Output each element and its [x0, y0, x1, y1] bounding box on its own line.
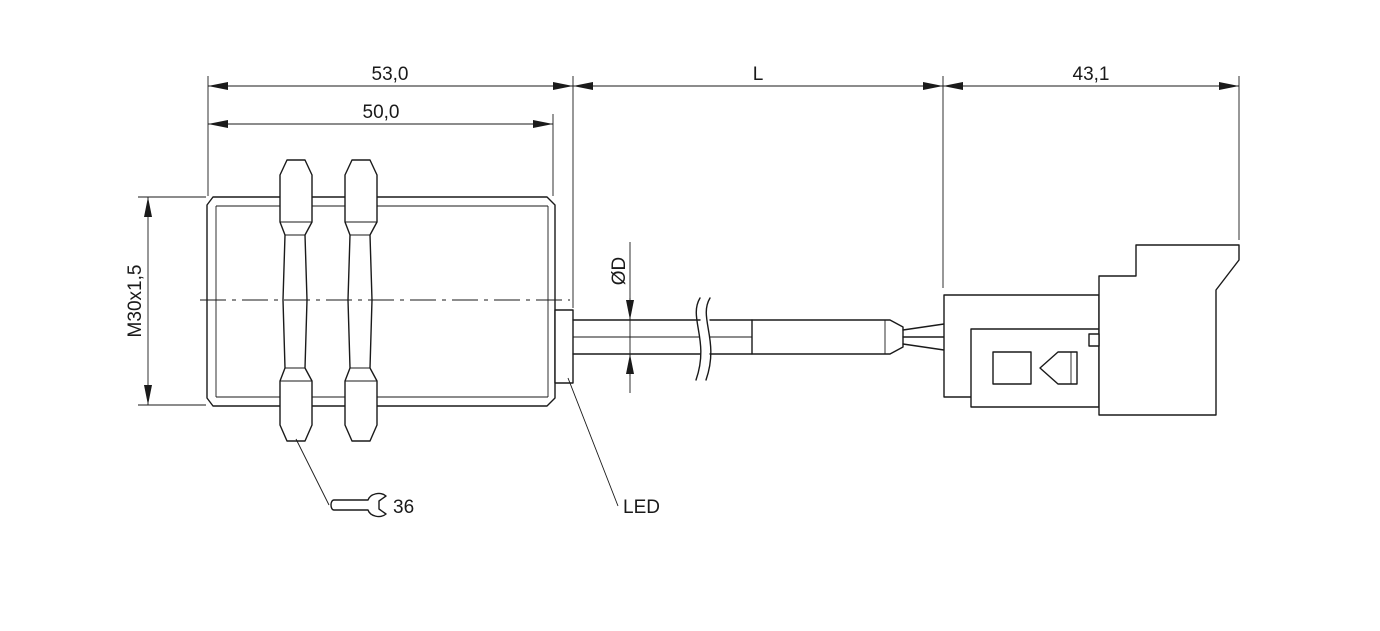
dim-connector-length-label: 43,1 — [1073, 64, 1110, 85]
wrench-icon — [330, 492, 387, 518]
dim-connector-length: 43,1 — [943, 64, 1239, 90]
dim-thread-diameter: M30x1,5 — [125, 197, 152, 405]
dim-thread-length: 50,0 — [208, 102, 553, 128]
sensor-body — [206, 196, 556, 407]
connector — [943, 244, 1240, 416]
svg-text:ØD: ØD — [609, 257, 630, 286]
dim-cable-diameter-label: D — [609, 257, 630, 271]
dim-overall-length-label: 53,0 — [372, 64, 409, 85]
lock-nut-right — [344, 159, 378, 442]
led-callout: LED — [567, 377, 660, 518]
diameter-symbol: Ø — [609, 270, 630, 285]
dim-thread-spec-label: M30x1,5 — [125, 265, 146, 338]
wrench-size-label: 36 — [393, 497, 414, 518]
wrench-callout: 36 — [295, 438, 414, 518]
dim-thread-length-label: 50,0 — [363, 102, 400, 123]
dim-cable-length-label: L — [753, 64, 764, 85]
led-housing — [554, 309, 574, 384]
led-label: LED — [623, 497, 660, 518]
dim-cable-length: L — [573, 64, 943, 90]
cable — [572, 297, 945, 381]
dim-cable-diameter: ØD — [609, 257, 634, 376]
lock-nut-left — [279, 159, 313, 442]
dim-overall-length: 53,0 — [208, 64, 573, 90]
